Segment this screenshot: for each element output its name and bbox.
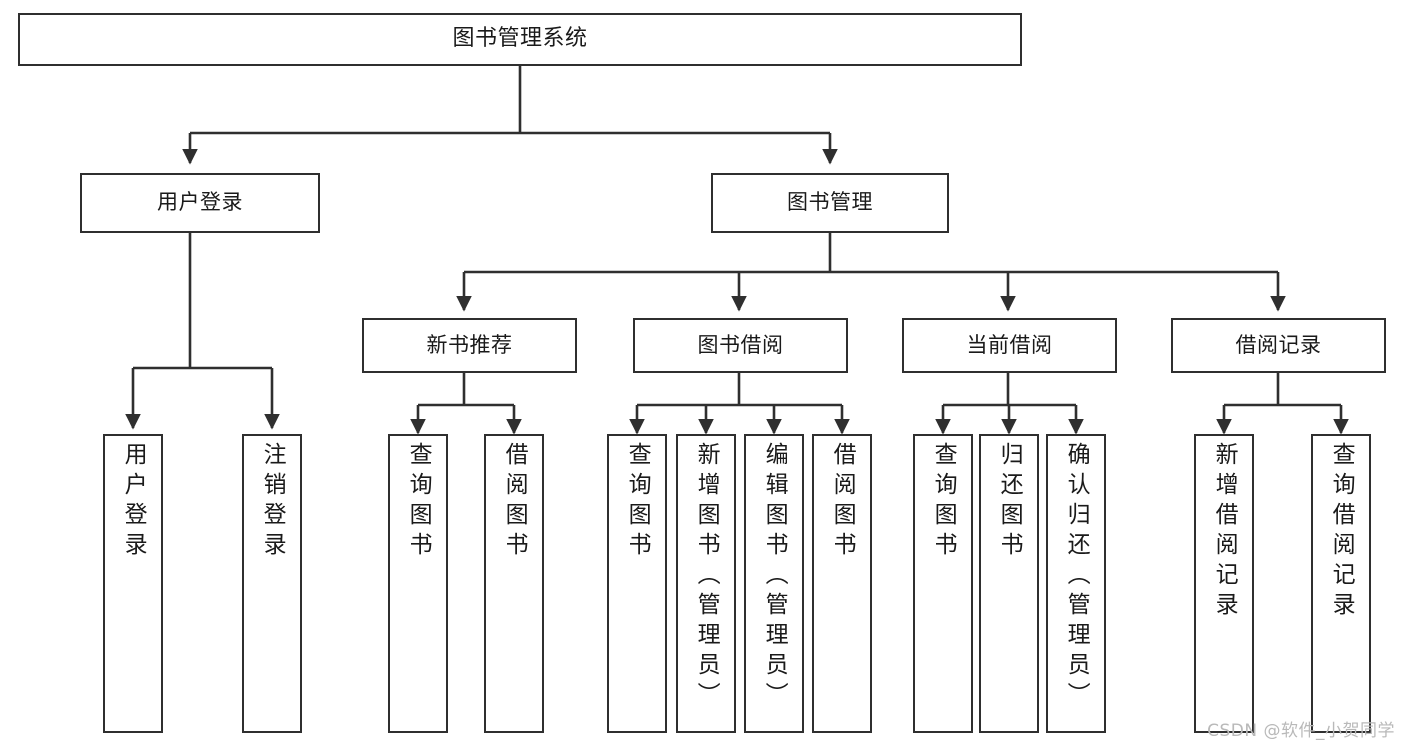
node-root[interactable]: 图书管理系统 — [18, 13, 1022, 66]
node-leaf-user-login[interactable]: 用户登录 — [103, 434, 163, 733]
node-leaf-borrow-book-2[interactable]: 借阅图书 — [812, 434, 872, 733]
node-leaf-query-book-1-label: 查询图书 — [405, 442, 432, 562]
node-borrow-record[interactable]: 借阅记录 — [1171, 318, 1386, 373]
node-leaf-logout-login[interactable]: 注销登录 — [242, 434, 302, 733]
node-leaf-user-login-label: 用户登录 — [120, 442, 147, 562]
node-book-borrow-label: 图书借阅 — [697, 332, 784, 357]
node-new-book-recommend-label: 新书推荐 — [426, 332, 513, 357]
node-leaf-query-book-3[interactable]: 查询图书 — [913, 434, 973, 733]
node-leaf-confirm-return-label: 确认归还（管理员） — [1063, 442, 1090, 712]
node-leaf-add-record[interactable]: 新增借阅记录 — [1194, 434, 1254, 733]
node-book-management-label: 图书管理 — [787, 190, 873, 215]
node-user-login-label: 用户登录 — [157, 190, 243, 215]
node-leaf-logout-login-label: 注销登录 — [259, 442, 286, 562]
node-leaf-query-book-2[interactable]: 查询图书 — [607, 434, 667, 733]
node-leaf-query-book-3-label: 查询图书 — [930, 442, 957, 562]
node-leaf-add-book[interactable]: 新增图书（管理员） — [676, 434, 736, 733]
node-leaf-add-record-label: 新增借阅记录 — [1211, 442, 1238, 622]
node-leaf-return-book-label: 归还图书 — [996, 442, 1023, 562]
node-user-login[interactable]: 用户登录 — [80, 173, 320, 233]
node-leaf-query-record[interactable]: 查询借阅记录 — [1311, 434, 1371, 733]
node-root-label: 图书管理系统 — [452, 26, 588, 52]
node-current-borrow[interactable]: 当前借阅 — [902, 318, 1117, 373]
node-new-book-recommend[interactable]: 新书推荐 — [362, 318, 577, 373]
node-borrow-record-label: 借阅记录 — [1235, 332, 1322, 357]
node-leaf-borrow-book-1-label: 借阅图书 — [501, 442, 528, 562]
node-book-management[interactable]: 图书管理 — [711, 173, 949, 233]
node-current-borrow-label: 当前借阅 — [966, 332, 1053, 357]
node-leaf-edit-book-label: 编辑图书（管理员） — [761, 442, 788, 712]
node-leaf-query-record-label: 查询借阅记录 — [1328, 442, 1355, 622]
node-leaf-return-book[interactable]: 归还图书 — [979, 434, 1039, 733]
node-book-borrow[interactable]: 图书借阅 — [633, 318, 848, 373]
csdn-watermark: CSDN @软件_小贺同学 — [1207, 721, 1395, 741]
node-leaf-query-book-1[interactable]: 查询图书 — [388, 434, 448, 733]
node-leaf-confirm-return[interactable]: 确认归还（管理员） — [1046, 434, 1106, 733]
node-leaf-query-book-2-label: 查询图书 — [624, 442, 651, 562]
node-leaf-borrow-book-2-label: 借阅图书 — [829, 442, 856, 562]
node-leaf-add-book-label: 新增图书（管理员） — [693, 442, 720, 712]
node-leaf-edit-book[interactable]: 编辑图书（管理员） — [744, 434, 804, 733]
node-leaf-borrow-book-1[interactable]: 借阅图书 — [484, 434, 544, 733]
